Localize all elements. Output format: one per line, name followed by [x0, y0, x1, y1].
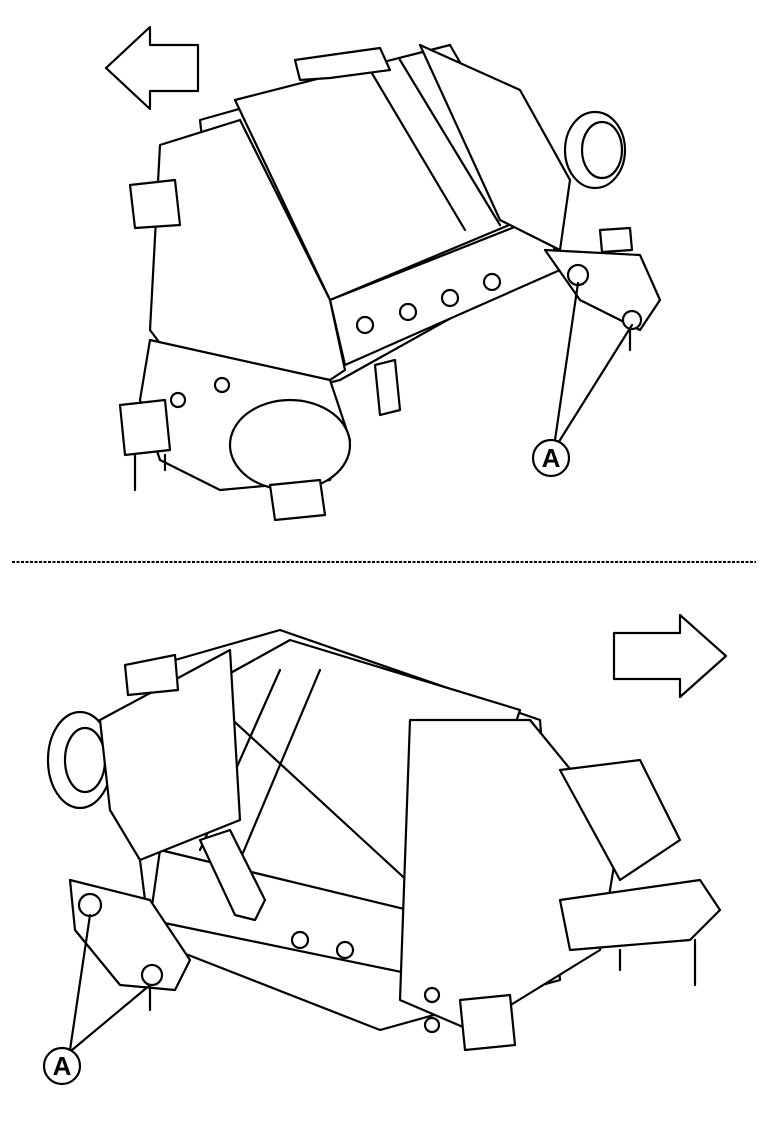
callout-label: A [542, 443, 561, 473]
arrow-left-icon [104, 25, 200, 111]
arrow-right-icon [612, 613, 728, 699]
callout-a-top: A [531, 281, 634, 478]
callout-a-bottom: A [42, 913, 152, 1086]
callout-label: A [53, 1051, 72, 1081]
intercooler-assembly-top [118, 43, 662, 522]
intercooler-assembly-bottom [46, 628, 722, 1052]
